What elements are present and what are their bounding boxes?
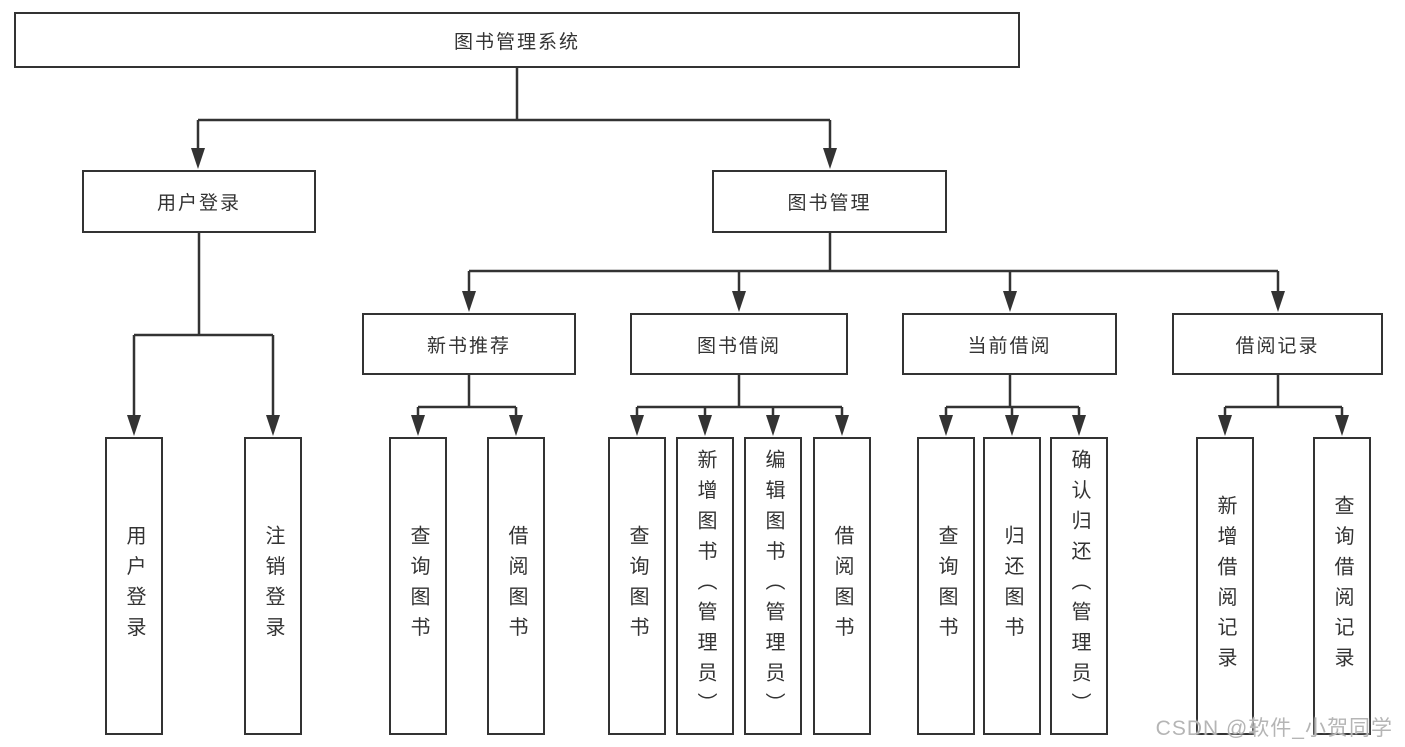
leaf-borrow-books-recommend: 借阅图书 [487,437,545,735]
node-current-borrowing: 当前借阅 [902,313,1117,375]
leaf-add-borrow-record: 新增借阅记录 [1196,437,1254,735]
leaf-add-book-admin: 新增图书（管理员） [676,437,734,735]
leaf-user-login: 用户登录 [105,437,163,735]
node-user-login: 用户登录 [82,170,316,233]
leaf-return-book: 归还图书 [983,437,1041,735]
leaf-confirm-return-admin: 确认归还（管理员） [1050,437,1108,735]
csdn-watermark: CSDN @软件_小贺同学 [1155,717,1393,740]
leaf-logout: 注销登录 [244,437,302,735]
connector-path [132,68,1344,418]
arrowheads [127,148,1349,436]
node-book-management: 图书管理 [712,170,947,233]
leaf-query-books-borrow: 查询图书 [608,437,666,735]
leaf-query-borrow-record: 查询借阅记录 [1313,437,1371,735]
node-library-system-root: 图书管理系统 [14,12,1020,68]
leaf-borrow-books: 借阅图书 [813,437,871,735]
leaf-query-books-current: 查询图书 [917,437,975,735]
node-borrowing-records: 借阅记录 [1172,313,1383,375]
node-book-borrowing: 图书借阅 [630,313,848,375]
leaf-edit-book-admin: 编辑图书（管理员） [744,437,802,735]
node-new-book-recommendation: 新书推荐 [362,313,576,375]
leaf-query-books-recommend: 查询图书 [389,437,447,735]
